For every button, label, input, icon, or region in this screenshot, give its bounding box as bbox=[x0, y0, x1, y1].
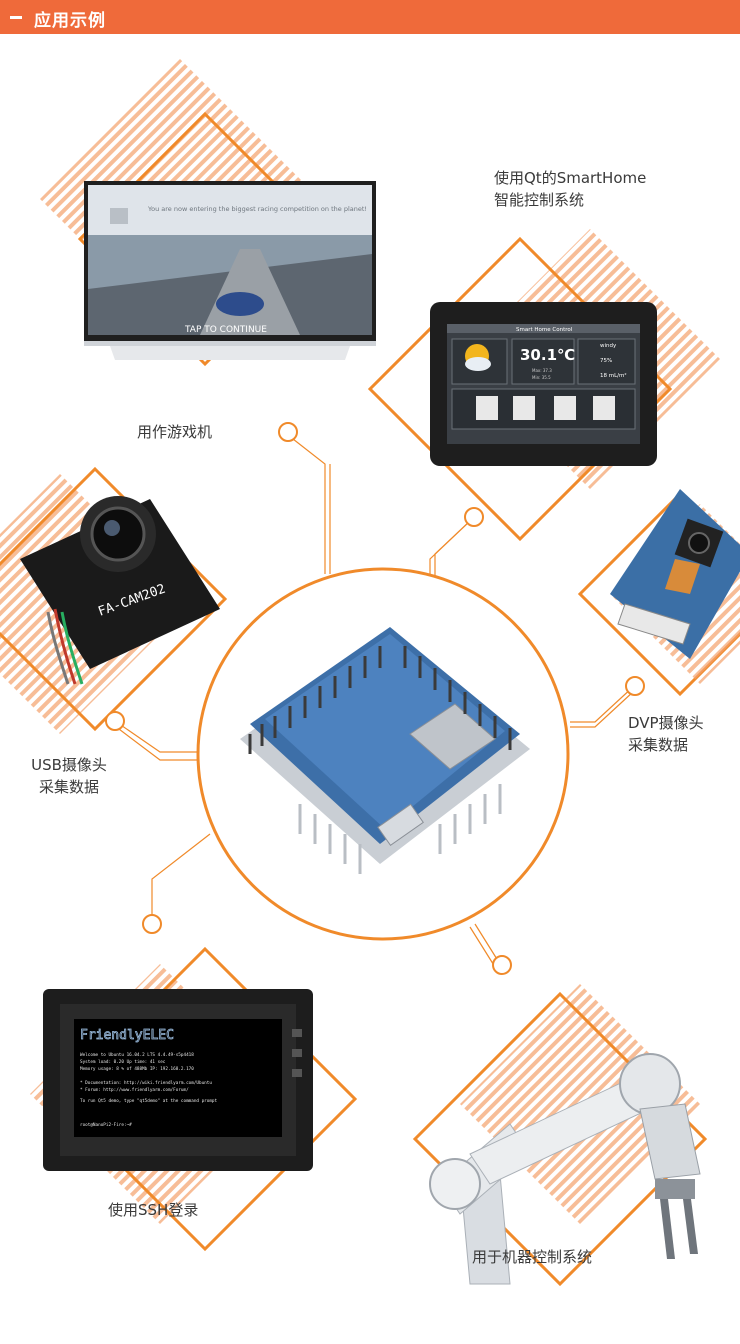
tv-quote-text: You are now entering the biggest racing … bbox=[147, 205, 367, 213]
terminal-line-1: System load: 0.20 Up time: 41 sec bbox=[80, 1059, 166, 1065]
tablet-rain-text: 18 mL/m² bbox=[600, 372, 627, 379]
application-diagram: You are now entering the biggest racing … bbox=[0, 34, 740, 1340]
terminal-line-0: Welcome to Ubuntu 16.04.2 LTS 4.4.49-s5p… bbox=[80, 1052, 194, 1058]
tv-device bbox=[84, 181, 376, 360]
ssh-label: 使用SSH登录 bbox=[108, 1201, 199, 1219]
connector-dots bbox=[105, 422, 645, 975]
terminal-banner: FriendlyELEC bbox=[80, 1028, 174, 1043]
nanopi-board-center bbox=[196, 567, 570, 941]
tablet-max-text: Max: 37.3 bbox=[532, 368, 552, 373]
usb-label-line2: 采集数据 bbox=[38, 778, 99, 796]
ssh-monitor-device bbox=[43, 989, 313, 1171]
dvp-label-line2: 采集数据 bbox=[628, 736, 689, 754]
tablet-title-text: Smart Home Control bbox=[516, 327, 573, 333]
section-title: 应用示例 bbox=[34, 11, 106, 31]
terminal-line-3: * Documentation: http://wiki.friendlyarm… bbox=[80, 1080, 212, 1086]
tablet-min-text: Min: 35.5 bbox=[532, 375, 551, 380]
dvp-label-line1: DVP摄像头 bbox=[628, 714, 704, 732]
robot-arm-device bbox=[429, 1053, 701, 1285]
terminal-line-4: * Forum: http://www.friendlyarm.com/Foru… bbox=[80, 1087, 189, 1093]
dvp-camera-device bbox=[610, 489, 740, 659]
usb-label-line1: USB摄像头 bbox=[31, 756, 107, 774]
tablet-wind-text: windy bbox=[600, 343, 617, 349]
tablet-temp-text: 30.1℃ bbox=[520, 346, 575, 364]
usb-camera-device bbox=[20, 496, 220, 685]
terminal-line-6: root@NanoPi2-Fire:~# bbox=[80, 1122, 132, 1128]
tv-prompt-text: TAP TO CONTINUE bbox=[184, 325, 267, 335]
terminal-line-2: Memory usage: 8 % of 488Mb IP: 192.168.2… bbox=[80, 1066, 194, 1072]
tablet-device bbox=[430, 302, 657, 466]
terminal-lines: Welcome to Ubuntu 16.04.2 LTS 4.4.49-s5p… bbox=[80, 1052, 218, 1128]
tablet-humidity-text: 75% bbox=[600, 358, 612, 364]
smarthome-label-line1: 使用Qt的SmartHome bbox=[494, 169, 647, 187]
robot-label: 用于机器控制系统 bbox=[472, 1248, 593, 1266]
terminal-line-5: To run Qt5 demo, type "qt5demo" at the c… bbox=[80, 1098, 218, 1104]
game-label: 用作游戏机 bbox=[137, 423, 213, 441]
header-dash bbox=[10, 16, 22, 19]
diagram-graphics: You are now entering the biggest racing … bbox=[0, 59, 740, 1287]
smarthome-label-line2: 智能控制系统 bbox=[494, 191, 585, 209]
section-header: 应用示例 bbox=[0, 0, 740, 34]
